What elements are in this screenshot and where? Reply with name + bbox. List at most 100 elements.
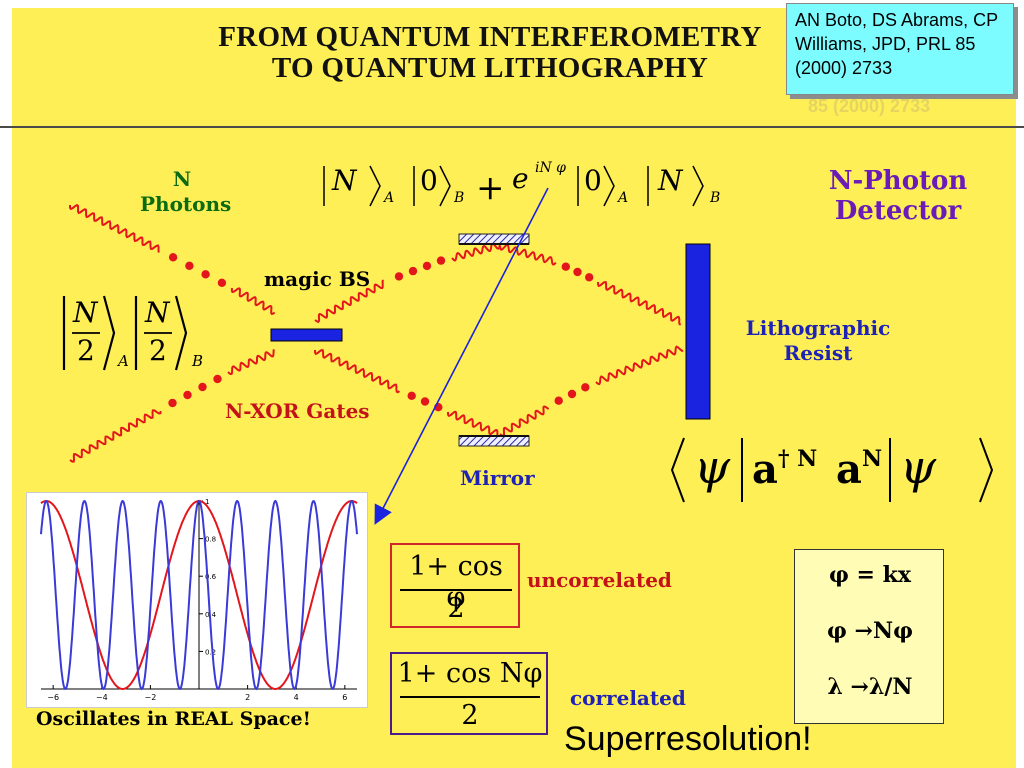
op-a-power: N (862, 446, 883, 472)
plot-x-tick-label: −2 (144, 693, 156, 702)
header-rule (0, 126, 1024, 128)
incoming-upper-wave-1 (69, 203, 160, 253)
n-photons-label-line2: Photons (140, 192, 232, 216)
reference-echo: 85 (2000) 2733 (808, 96, 931, 116)
photon-beams (69, 203, 684, 463)
ket-0-a-sub: A (618, 190, 629, 206)
output-state: N A 0 B + e iN φ 0 A N B (318, 160, 738, 216)
upper-arm-wave-2 (451, 242, 501, 262)
lower-arm-wave-2 (447, 410, 499, 439)
correlated-formula-box: 1+ cos Nφ 2 (390, 652, 548, 735)
reflected-lower-wave-2 (595, 345, 684, 386)
plot-x-tick-label: 2 (245, 693, 250, 702)
reflected-upper-dot (561, 262, 570, 271)
relation-3: λ →λ/N (827, 674, 913, 700)
reflected-lower-dot (581, 383, 590, 392)
incoming-upper-dot (201, 270, 210, 279)
reflected-upper-dot (585, 273, 594, 282)
plot-x-tick-label: −4 (96, 693, 108, 702)
resist-label: Lithographic Resist (730, 316, 906, 366)
ket-0-b-sub: B (454, 190, 465, 206)
magic-beam-splitter (270, 328, 343, 342)
mirror-top (458, 233, 530, 245)
slide-title: FROM QUANTUM INTERFEROMETRY TO QUANTUM L… (140, 22, 840, 84)
lower-arm-wave-1 (314, 349, 401, 394)
relation-1: φ = kx (828, 562, 912, 588)
input-num-a: N (73, 296, 98, 329)
input-den-b: 2 (149, 334, 167, 367)
op-dagger-power: † N (778, 446, 818, 472)
plot-curve-N4 (40, 499, 358, 691)
upper-arm-dot (408, 266, 418, 276)
relations-box: φ = kx φ →Nφ λ →λ/N (794, 549, 944, 724)
title-line-1: FROM QUANTUM INTERFEROMETRY (218, 21, 762, 53)
lower-arm-dot (420, 397, 430, 406)
input-sub-b: B (192, 352, 204, 370)
ket-psi: ψ (900, 440, 937, 494)
input-den-a: 2 (77, 334, 95, 367)
incoming-upper-dot (168, 253, 178, 262)
mirror-bottom (458, 435, 530, 447)
reflected-upper-wave-2 (597, 281, 681, 326)
incoming-lower-dot (213, 374, 222, 384)
resist-label-line1: Lithographic (745, 316, 891, 340)
plot-x-tick-label: 6 (342, 693, 347, 702)
incoming-lower-dot (168, 398, 177, 408)
detector-label: N-Photon Detector (810, 166, 986, 226)
phase-arrow (374, 187, 549, 525)
uncorrelated-fraction-bar (400, 589, 512, 591)
title-line-2: TO QUANTUM LITHOGRAPHY (271, 52, 709, 84)
input-sub-a: A (118, 352, 129, 370)
lower-arm-dot (407, 391, 416, 400)
reference-box: AN Boto, DS Abrams, CP Williams, JPD, PR… (786, 3, 1014, 95)
reflected-lower-dot (554, 396, 563, 405)
ket-n-a-sub: A (384, 190, 395, 206)
input-state: N 2 A N 2 B (52, 292, 222, 376)
ket-n-b: N (658, 164, 683, 197)
plot-x-tick-label: 4 (294, 693, 299, 702)
mirror-label: Mirror (460, 466, 535, 490)
ket-0-b: 0 (420, 164, 438, 197)
upper-arm-wave-1 (314, 279, 385, 324)
upper-arm-dot (436, 256, 446, 265)
incoming-upper-dot (217, 278, 227, 287)
plot-y-tick-label: 1 (205, 498, 209, 506)
reflected-lower-dot (567, 389, 577, 399)
n-photons-label: N Photons (140, 167, 232, 217)
exp-e: e (512, 162, 529, 195)
incoming-lower-dot (183, 390, 192, 400)
upper-arm-dot (422, 261, 432, 271)
plot-x-tick-label: −6 (47, 693, 59, 702)
plot-y-tick-label: 0.2 (205, 648, 216, 656)
input-num-b: N (145, 296, 170, 329)
reflected-upper-dot (573, 267, 582, 277)
correlated-denominator: 2 (461, 700, 479, 731)
magic-bs-label: magic BS (264, 267, 371, 291)
plot-y-tick-label: 0.6 (205, 573, 217, 581)
detector-label-line1: N-Photon (828, 166, 968, 196)
incoming-lower-wave-2 (227, 349, 275, 376)
detector-label-line2: Detector (834, 196, 962, 226)
plus-sign: + (476, 168, 505, 208)
expectation-brackets (670, 437, 994, 503)
resist-label-line2: Resist (783, 341, 853, 365)
ket-n-a: N (332, 164, 357, 197)
incoming-upper-dot (185, 261, 194, 270)
upper-arm-dot (394, 272, 404, 281)
photon-dots (168, 253, 594, 412)
n-photons-label-line1: N (172, 167, 192, 191)
input-state-brackets (62, 295, 188, 371)
relation-2: φ →Nφ (826, 618, 913, 644)
superresolution-text: Superresolution! (564, 720, 812, 758)
incoming-lower-wave-1 (69, 409, 162, 463)
bra-psi: ψ (694, 440, 731, 494)
uncorrelated-formula-box: 1+ cos φ 2 (390, 543, 520, 628)
uncorrelated-label: uncorrelated (527, 568, 672, 592)
incoming-lower-dot (198, 382, 207, 392)
incoming-upper-wave-2 (230, 287, 276, 315)
oscillates-caption: Oscillates in REAL Space! (36, 708, 311, 730)
uncorrelated-denominator: 2 (447, 593, 465, 624)
